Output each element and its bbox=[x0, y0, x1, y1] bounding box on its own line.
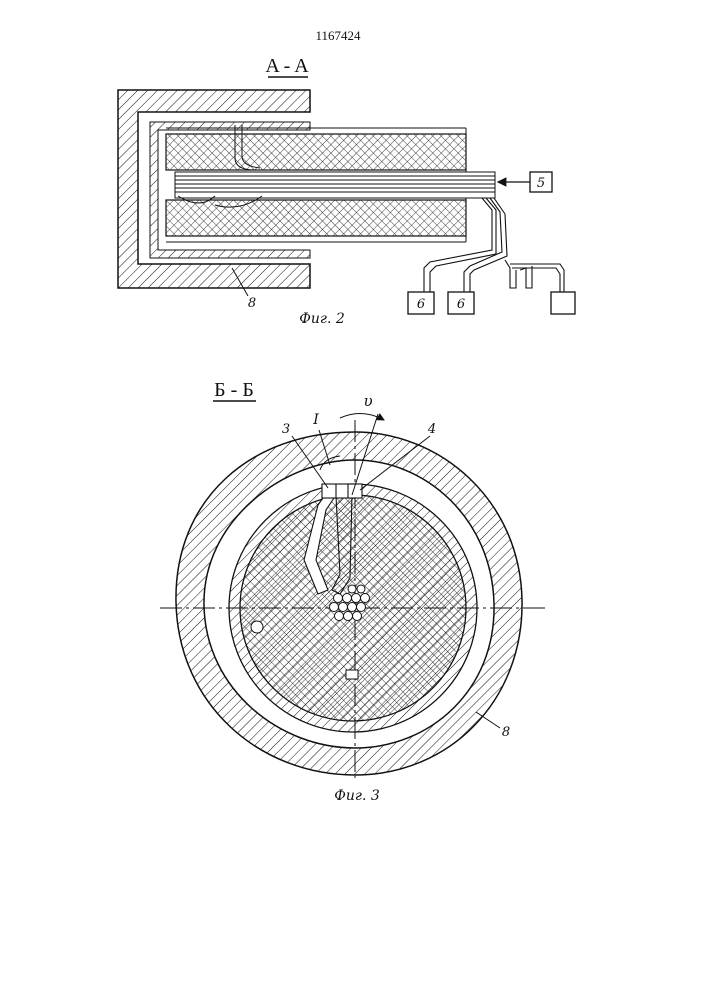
fig2-insulation-top bbox=[166, 134, 466, 170]
fig3-small-sensor bbox=[346, 670, 358, 679]
fig3-label-I: I bbox=[312, 412, 319, 428]
fig3-label-4: 4 bbox=[427, 422, 436, 437]
fig2-section-label: A - A bbox=[265, 55, 309, 77]
fig2-label-8: 8 bbox=[248, 296, 256, 311]
fig3-small-hole bbox=[251, 621, 263, 633]
fig2-label-6b: 6 bbox=[457, 297, 465, 312]
fig2-label-6a: 6 bbox=[417, 297, 425, 312]
fig3-label-8: 8 bbox=[502, 725, 510, 740]
fig3-section-label: Б - Б bbox=[214, 379, 254, 401]
figure-2: A - A 5 bbox=[118, 55, 575, 327]
fig3-caption: Фиг. 3 bbox=[334, 788, 380, 804]
fig3-label-3: 3 bbox=[282, 422, 290, 437]
figure-3: Б - Б υ bbox=[160, 379, 545, 804]
fig2-caption: Фиг. 2 bbox=[299, 311, 345, 327]
patent-number: 1167424 bbox=[315, 28, 361, 43]
fig2-label-5: 5 bbox=[537, 176, 545, 191]
fig2-box-blank bbox=[551, 292, 575, 314]
fig2-insulation-bottom bbox=[166, 200, 466, 236]
fig3-label-angle: υ bbox=[363, 392, 372, 410]
